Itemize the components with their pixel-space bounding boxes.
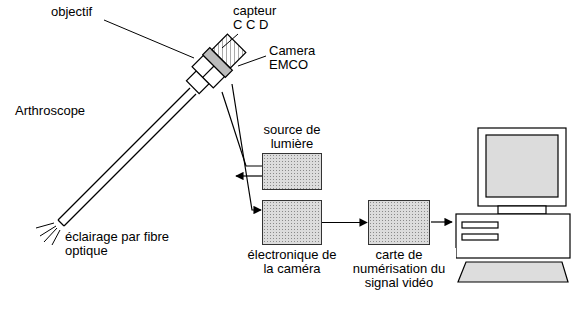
camera-head <box>181 32 247 98</box>
box-heading: carte de numérisation du signal vidéo <box>342 248 456 290</box>
video-arrow <box>431 221 452 222</box>
box-heading: électronique de la caméra <box>245 248 339 276</box>
computer <box>456 128 570 282</box>
light-rays <box>36 223 60 245</box>
part-label: objectif <box>50 5 112 19</box>
signal-arrow <box>322 222 367 223</box>
part-label: éclairage par fibre optique <box>64 230 176 258</box>
part-label: capteur C C D <box>232 4 286 32</box>
box-heading: source de lumière <box>254 123 330 151</box>
part-label: Arthroscope <box>14 104 106 118</box>
process-box: électronique de la caméra <box>262 200 322 245</box>
process-box: carte de numérisation du signal vidéo <box>368 200 430 245</box>
part-label: Camera EMCO <box>268 44 330 72</box>
process-box: source de lumière <box>262 153 322 190</box>
